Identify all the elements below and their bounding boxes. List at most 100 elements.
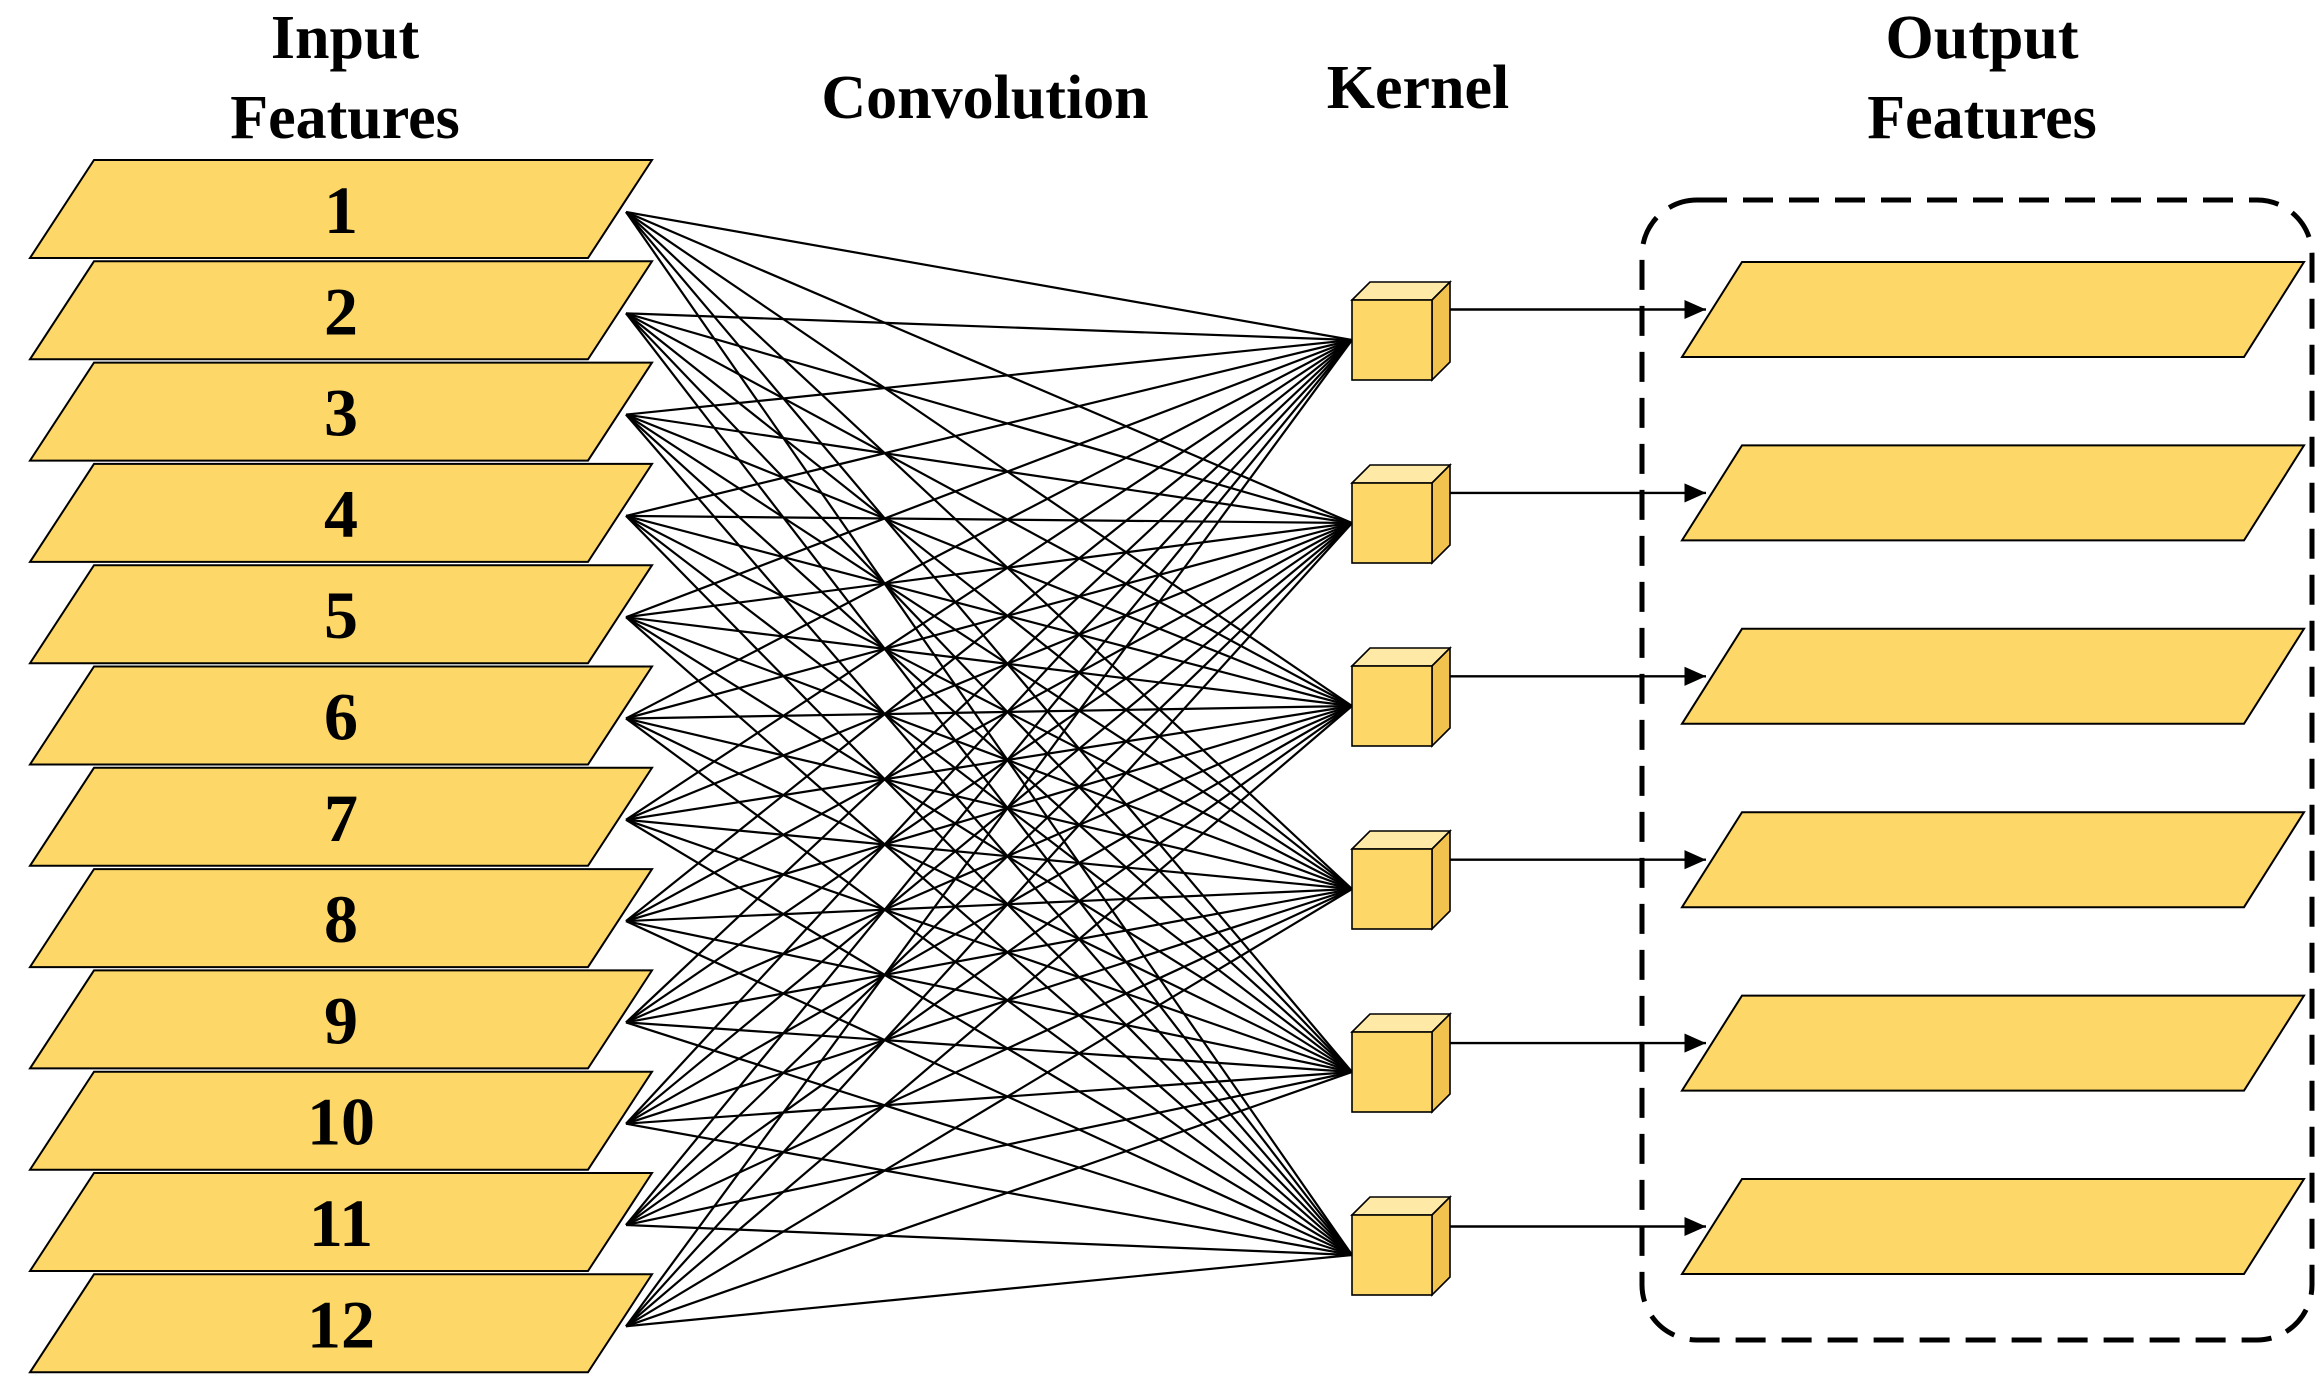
connection-line <box>625 1021 1353 1257</box>
connection-line <box>625 339 1353 1125</box>
connection-line <box>625 704 1353 821</box>
connection-line <box>625 312 1353 342</box>
connection-line <box>625 920 1353 1074</box>
connection-line <box>625 338 1353 619</box>
input-feature-shape <box>28 159 654 259</box>
connection-line <box>625 888 1353 1226</box>
connection-line <box>625 616 1353 1073</box>
connection-line <box>625 888 1353 1328</box>
connection-line <box>625 339 1353 1024</box>
connection-line <box>625 616 1353 891</box>
input-feature-shape <box>28 868 654 969</box>
input-features-title-line1: Input <box>271 4 420 72</box>
convolution-connections <box>625 210 1353 1328</box>
kernel-cube <box>1350 646 1452 748</box>
connection-line <box>625 339 1353 720</box>
connection-line <box>625 339 1353 1327</box>
input-feature-7: 7 <box>28 766 654 867</box>
connection-line <box>625 413 1353 525</box>
connection-line <box>625 1021 1353 1074</box>
connection-line <box>625 705 1353 1226</box>
output-feature <box>1680 1178 2306 1275</box>
kernel-cube <box>1350 280 1452 382</box>
output-feature <box>1680 994 2306 1092</box>
input-feature-shape <box>28 1070 654 1171</box>
input-feature-label: 12 <box>307 1286 375 1362</box>
connection-line <box>625 339 1353 922</box>
input-feature-4: 4 <box>28 462 654 563</box>
input-feature-label: 8 <box>324 881 358 957</box>
input-feature-shape <box>28 1273 654 1374</box>
input-feature-label: 7 <box>324 780 358 856</box>
connection-line <box>625 210 1353 342</box>
connection-line <box>625 705 1353 1328</box>
connection-line <box>625 514 1353 708</box>
connection-line <box>625 818 1353 1256</box>
connection-line <box>625 1070 1353 1125</box>
kernel-cube <box>1350 1012 1452 1114</box>
output-feature <box>1680 811 2306 909</box>
connection-line <box>625 522 1353 1226</box>
input-feature-label: 10 <box>307 1084 375 1160</box>
output-features-title-line1: Output <box>1886 4 2079 72</box>
input-feature-shape <box>28 564 654 665</box>
kernel-output-arrows <box>1450 299 1706 1237</box>
input-feature-shape <box>28 665 654 766</box>
connection-line <box>625 887 1353 1125</box>
input-feature-shape <box>28 462 654 563</box>
connection-line <box>625 211 1353 890</box>
connection-line <box>625 522 1353 923</box>
connection-line <box>625 521 1353 821</box>
connection-line <box>625 339 1353 1226</box>
connection-line <box>625 705 1353 1125</box>
input-feature-2: 2 <box>28 260 654 361</box>
connection-line <box>625 1070 1353 1328</box>
input-feature-shape <box>28 361 654 462</box>
connection-line <box>625 704 1353 1024</box>
connection-line <box>625 1223 1353 1257</box>
input-feature-6: 6 <box>28 665 654 766</box>
input-feature-1: 1 <box>28 159 654 259</box>
input-feature-shape <box>28 260 654 361</box>
input-feature-5: 5 <box>28 564 654 665</box>
kernel-cube <box>1350 463 1452 565</box>
input-feature-label: 4 <box>324 476 358 552</box>
input-feature-shape <box>28 1172 654 1272</box>
connection-line <box>625 515 1353 1073</box>
input-feature-9: 9 <box>28 969 654 1070</box>
input-feature-8: 8 <box>28 868 654 969</box>
connection-line <box>625 521 1353 619</box>
connection-line <box>625 920 1353 1256</box>
kernels <box>1350 280 1452 1297</box>
input-feature-label: 5 <box>324 577 358 653</box>
connection-line <box>625 521 1353 720</box>
kernel-cube <box>1350 1195 1452 1297</box>
output-feature <box>1680 627 2306 725</box>
connection-line <box>625 1070 1353 1227</box>
connection-line <box>625 1253 1353 1328</box>
input-feature-10: 10 <box>28 1070 654 1171</box>
output-features-title-line2: Features <box>1867 84 2097 152</box>
input-features-title-line2: Features <box>230 84 460 152</box>
input-feature-3: 3 <box>28 361 654 462</box>
input-feature-label: 1 <box>324 172 358 248</box>
input-feature-11: 11 <box>28 1172 654 1272</box>
connection-line <box>625 717 1353 891</box>
connection-line <box>625 818 1353 1074</box>
input-feature-shape <box>28 969 654 1070</box>
output-feature <box>1680 444 2306 542</box>
connection-line <box>625 887 1353 1024</box>
connection-line <box>625 339 1353 821</box>
connection-line <box>625 818 1353 891</box>
kernel-title: Kernel <box>1327 54 1510 122</box>
connection-line <box>625 704 1353 923</box>
input-feature-label: 6 <box>324 679 358 755</box>
connection-line <box>625 616 1353 1256</box>
input-feature-label: 2 <box>324 273 358 349</box>
connection-line <box>625 616 1353 708</box>
connection-line <box>625 1122 1353 1257</box>
connection-line <box>625 338 1353 416</box>
input-feature-label: 11 <box>309 1185 373 1261</box>
